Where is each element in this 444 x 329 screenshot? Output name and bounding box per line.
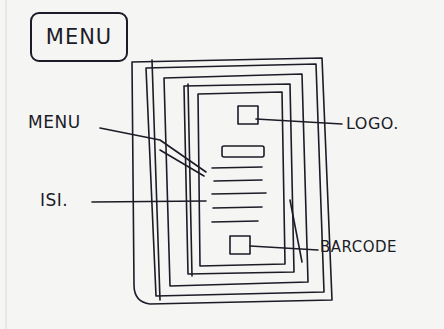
callout-label: MENU <box>28 112 81 132</box>
leader-line <box>256 119 342 124</box>
paper-edge <box>6 0 7 329</box>
callout-label: ISI. <box>40 190 68 210</box>
leader-line <box>160 150 204 176</box>
card-outline <box>184 84 294 274</box>
screen-outline <box>198 92 285 266</box>
card-stroke <box>152 60 160 300</box>
content-line <box>212 221 258 222</box>
callout-label: BARCODE <box>320 238 397 256</box>
content-line <box>214 180 262 181</box>
leader-line <box>250 246 318 250</box>
leader-line <box>92 201 206 202</box>
card-stroke <box>188 84 192 276</box>
content-line <box>212 193 266 194</box>
title-text: MENU <box>46 25 112 49</box>
card-stroke <box>290 200 302 262</box>
menu-heading-box <box>222 146 264 157</box>
callout-label: LOGO. <box>346 114 399 133</box>
card-outline <box>132 58 332 304</box>
card-outline <box>146 64 324 296</box>
card-outline <box>164 74 308 286</box>
content-line <box>212 167 262 168</box>
content-line <box>213 207 262 208</box>
leader-line <box>100 128 206 172</box>
barcode-square <box>230 236 250 254</box>
logo-square <box>238 106 258 124</box>
title-box: MENU <box>30 12 128 62</box>
